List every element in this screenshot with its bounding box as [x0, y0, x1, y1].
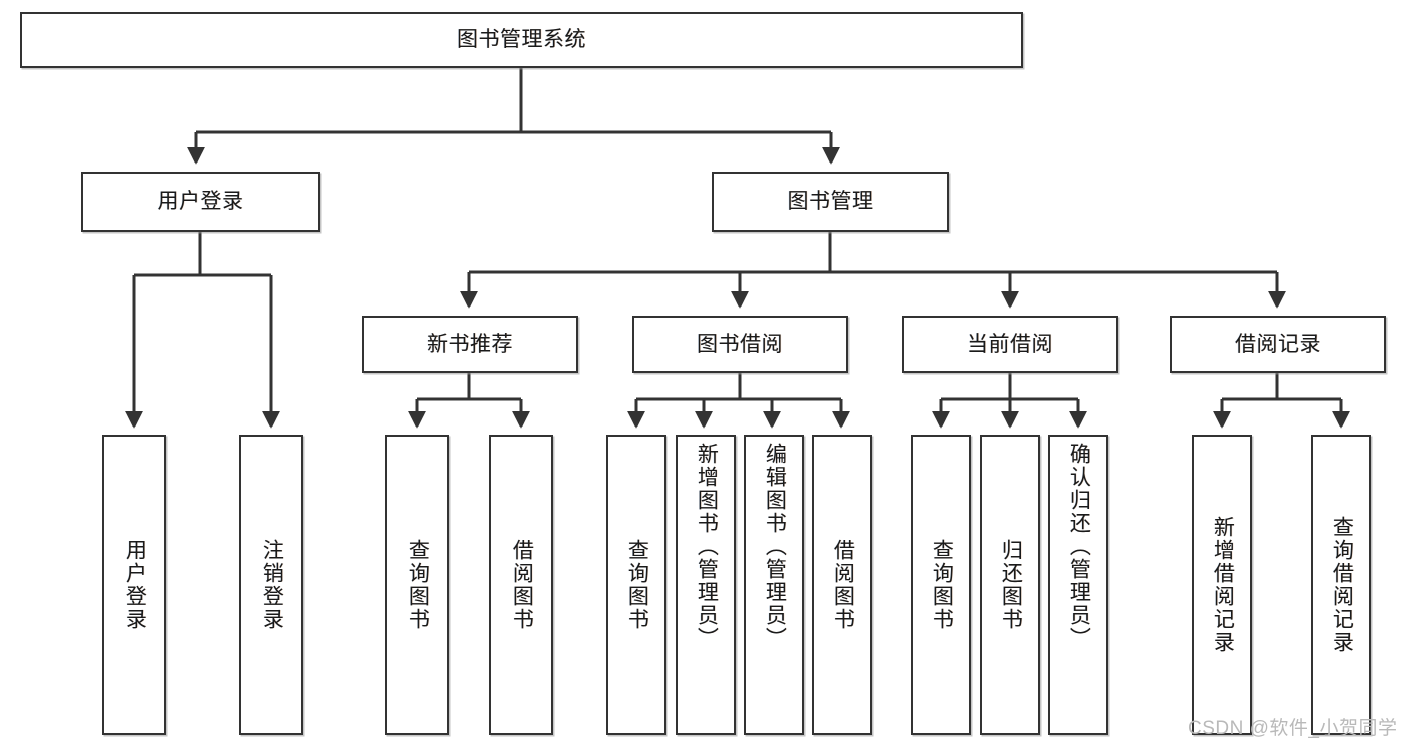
- node-current-borrow[interactable]: 当前借阅: [902, 316, 1118, 373]
- leaf-user-login[interactable]: 用户登录: [102, 435, 166, 735]
- leaf-query-book-3-label: 查询图书: [930, 539, 954, 631]
- node-user-login-label: 用户登录: [157, 190, 244, 214]
- leaf-add-borrow-record[interactable]: 新增借阅记录: [1192, 435, 1252, 735]
- leaf-logout-login[interactable]: 注销登录: [239, 435, 303, 735]
- leaf-return-book-label: 归还图书: [999, 539, 1023, 631]
- node-book-borrow[interactable]: 图书借阅: [632, 316, 848, 373]
- node-new-book-recommend[interactable]: 新书推荐: [362, 316, 578, 373]
- leaf-confirm-return-admin[interactable]: 确认归还（管理员）: [1048, 435, 1108, 735]
- node-root[interactable]: 图书管理系统: [20, 12, 1023, 68]
- leaf-query-book-2-label: 查询图书: [625, 539, 649, 631]
- leaf-edit-book-admin[interactable]: 编辑图书（管理员）: [744, 435, 804, 735]
- node-user-login[interactable]: 用户登录: [81, 172, 320, 232]
- leaf-edit-book-admin-label: 编辑图书（管理员）: [763, 443, 787, 650]
- leaf-borrow-book-1-label: 借阅图书: [510, 539, 534, 631]
- leaf-borrow-book-2[interactable]: 借阅图书: [812, 435, 872, 735]
- leaf-confirm-return-admin-label: 确认归还（管理员）: [1067, 443, 1091, 650]
- node-new-book-recommend-label: 新书推荐: [427, 332, 513, 356]
- leaf-borrow-book-1[interactable]: 借阅图书: [489, 435, 553, 735]
- leaf-query-book-3[interactable]: 查询图书: [911, 435, 971, 735]
- node-book-borrow-label: 图书借阅: [697, 332, 783, 356]
- leaf-add-book-admin[interactable]: 新增图书（管理员）: [676, 435, 736, 735]
- node-borrow-record[interactable]: 借阅记录: [1170, 316, 1386, 373]
- leaf-logout-login-label: 注销登录: [260, 539, 284, 631]
- node-book-management-label: 图书管理: [787, 190, 874, 214]
- leaf-query-book-1[interactable]: 查询图书: [385, 435, 449, 735]
- leaf-query-book-2[interactable]: 查询图书: [606, 435, 666, 735]
- node-current-borrow-label: 当前借阅: [967, 332, 1053, 356]
- leaf-return-book[interactable]: 归还图书: [980, 435, 1040, 735]
- leaf-add-book-admin-label: 新增图书（管理员）: [695, 443, 719, 650]
- node-book-management[interactable]: 图书管理: [712, 172, 949, 232]
- leaf-query-borrow-record-label: 查询借阅记录: [1330, 516, 1354, 654]
- node-root-label: 图书管理系统: [457, 28, 586, 52]
- csdn-watermark: CSDN @软件_小贺同学: [1188, 718, 1398, 739]
- leaf-user-login-label: 用户登录: [123, 539, 147, 631]
- leaf-add-borrow-record-label: 新增借阅记录: [1211, 516, 1235, 654]
- leaf-query-borrow-record[interactable]: 查询借阅记录: [1311, 435, 1371, 735]
- node-borrow-record-label: 借阅记录: [1235, 332, 1321, 356]
- leaf-query-book-1-label: 查询图书: [406, 539, 430, 631]
- leaf-borrow-book-2-label: 借阅图书: [831, 539, 855, 631]
